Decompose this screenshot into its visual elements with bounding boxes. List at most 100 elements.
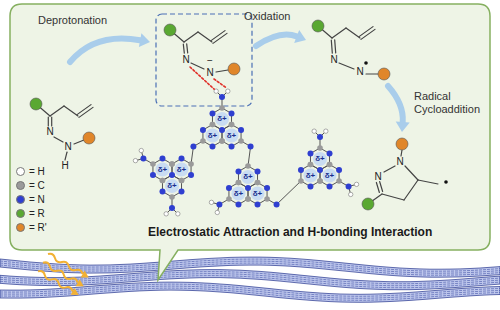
carbon-atom [336, 178, 342, 184]
carbon-atom [219, 138, 225, 144]
light-arrowhead [81, 271, 91, 281]
legend-text: = R' [29, 222, 47, 233]
bond [50, 106, 64, 116]
nitrogen-atom [209, 144, 215, 150]
charge-halo [225, 129, 239, 143]
hydrogen-bond [190, 67, 214, 89]
partial-charge: δ+ [306, 171, 316, 180]
carbon-atom [236, 180, 242, 186]
carbon-atom [317, 178, 323, 184]
hydrogen-atom [209, 200, 213, 204]
r-prime-atom [83, 132, 95, 144]
carbon-atom [219, 138, 225, 144]
bond [54, 137, 63, 142]
double-bond [187, 44, 188, 53]
partial-charge: δ+ [217, 114, 227, 123]
legend-text: = H [29, 166, 45, 177]
carbon-atom [308, 162, 314, 168]
charge-halo [175, 163, 189, 177]
carbon-atom [226, 196, 232, 202]
nitrogen-atom [255, 202, 261, 208]
carbon-atom [238, 138, 244, 144]
partial-charge: δ+ [243, 172, 253, 181]
partial-charge: δ+ [208, 131, 218, 140]
nitrogen-atom [298, 167, 304, 173]
double-bond [380, 182, 383, 192]
carbon-atom [245, 196, 251, 202]
legend-text: = C [29, 180, 45, 191]
bond [216, 70, 228, 72]
light-arrowhead [76, 279, 86, 289]
nitrogen-atom [229, 111, 235, 117]
bond [332, 28, 346, 38]
interaction-caption: Electrostatic Attraction and H-bonding I… [148, 226, 432, 240]
light-arrow [41, 259, 86, 289]
partial-charge: δ+ [315, 154, 325, 163]
nitrogen-atom [200, 127, 206, 133]
sheet-mesh [0, 272, 500, 284]
nitrogen-atom [169, 172, 175, 178]
charge-halo [241, 170, 255, 184]
bond [74, 140, 84, 144]
charge-halo [215, 112, 229, 126]
carbon-atom [188, 161, 194, 167]
atom-label: N [374, 171, 381, 183]
sheet-mesh [0, 286, 500, 298]
double-bond [51, 117, 52, 126]
carbon-atom [219, 105, 225, 111]
bond [418, 180, 438, 184]
atom-label: N [182, 54, 189, 66]
carbon-atom [317, 145, 323, 151]
nitrogen-atom [327, 151, 333, 157]
carbon-atom [245, 196, 251, 202]
dashed-box [156, 14, 252, 106]
double-bond [183, 44, 184, 53]
atom-label: N [396, 156, 403, 168]
atom-label: N [356, 66, 363, 78]
double-bond [48, 117, 49, 126]
hydrogen-atom [139, 148, 143, 152]
nitrogen-atom [229, 144, 235, 150]
nitrogen-atom [245, 185, 251, 191]
nitrogen-atom [317, 167, 323, 173]
nitrogen-atom [159, 189, 165, 195]
step-arrowhead [139, 33, 150, 47]
legend: = H= C= N= R= R' [16, 164, 47, 234]
legend-row: = R' [16, 220, 47, 234]
carbon-atom [169, 161, 175, 167]
step-arrowhead [396, 122, 410, 132]
legend-row: = R [16, 206, 47, 220]
hydrogen-atom [312, 129, 316, 133]
nitrogen-atom [235, 202, 241, 208]
bond [404, 180, 418, 200]
partial-charge: δ+ [325, 171, 335, 180]
step-label: Deprotonation [38, 14, 107, 27]
step-arrow [388, 86, 403, 122]
nitrogen-atom [255, 169, 261, 175]
hydrogen-atom [176, 212, 180, 216]
carbon-atom [179, 178, 185, 184]
carbon-atom [317, 178, 323, 184]
charge-label: − [207, 55, 213, 67]
nitrogen-atom [216, 202, 222, 208]
nitrogen-atom [219, 94, 225, 100]
hydrogen-atom [226, 89, 230, 93]
step-arrow [70, 38, 140, 62]
hydrogen-atom [349, 192, 353, 196]
bond [401, 150, 402, 156]
partial-charge: δ+ [227, 131, 237, 140]
step-arrow [256, 35, 297, 46]
carbon-atom [255, 180, 261, 186]
double-bond [335, 40, 336, 53]
charge-halo [251, 187, 265, 201]
bond [64, 106, 78, 116]
callout-bubble [10, 4, 490, 280]
legend-text: = R [29, 208, 45, 219]
r-prime-atom [378, 68, 390, 80]
step-label: Oxidation [244, 10, 290, 23]
nitrogen-atom [190, 144, 196, 150]
sheet-mesh [0, 276, 500, 288]
legend-swatch [16, 223, 25, 232]
